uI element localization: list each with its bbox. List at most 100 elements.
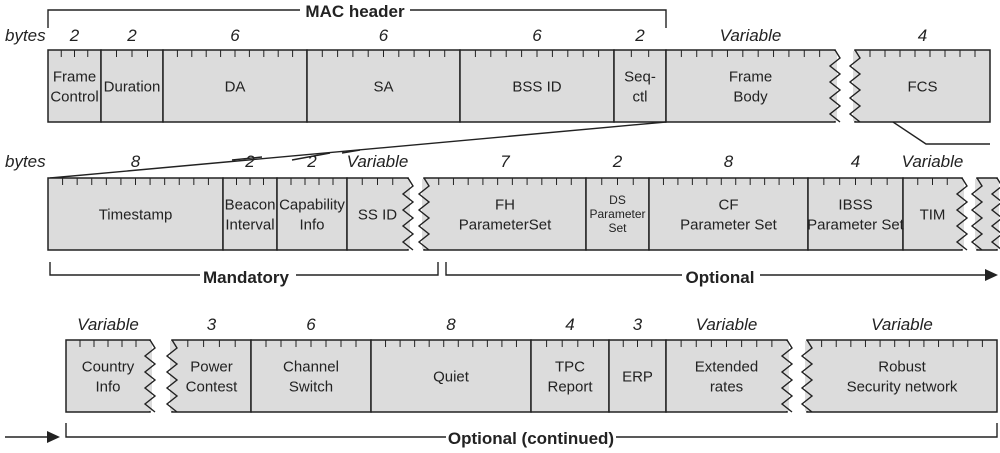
timestamp-size: 8 [131, 152, 141, 171]
tpc-report-field [530, 339, 610, 413]
cf-parameter-set-label: CF [719, 196, 739, 213]
tpc-report-label: Report [547, 378, 593, 395]
fh-parameterset-field [423, 177, 587, 251]
fcs-size: 4 [918, 26, 927, 45]
country-info-label: Country [82, 358, 135, 375]
fcs-label: FCS [908, 78, 938, 95]
da-size: 6 [230, 26, 240, 45]
beacon-interval-label: Interval [225, 216, 274, 233]
country-info-break-right [143, 339, 157, 413]
ibss-parameter-set-label: IBSS [838, 196, 872, 213]
channel-switch-field [250, 339, 372, 413]
optional-continued-bracket: Optional (continued) [5, 423, 998, 448]
sa-label: SA [373, 78, 393, 95]
fh-parameterset-label: FH [495, 196, 515, 213]
ss-id-break-right [401, 177, 415, 251]
mandatory-bracket: Mandatory [49, 262, 439, 287]
fh-parameterset-break-left [417, 177, 431, 251]
robust-security-network-size: Variable [871, 315, 933, 334]
country-info-size: Variable [77, 315, 139, 334]
beacon-interval-field [222, 177, 278, 251]
sa-size: 6 [379, 26, 389, 45]
frame-body-size: Variable [720, 26, 782, 45]
robust-security-network-break-left [800, 339, 814, 413]
beacon-interval-label: Beacon [225, 196, 276, 213]
ds-parameter-set-field [585, 177, 650, 251]
capability-info-size: 2 [306, 152, 317, 171]
frame-control-size: 2 [69, 26, 80, 45]
duration-field [100, 49, 164, 123]
frame-body-label: Body [733, 88, 768, 105]
beacon-interval-size: 2 [244, 152, 255, 171]
optional-bracket: Optional [445, 262, 998, 287]
seq-ctl-field [613, 49, 667, 123]
continuation-break-left [970, 177, 984, 251]
seq-ctl-label: ctl [633, 88, 648, 105]
frame-body-field [665, 49, 836, 123]
duration-size: 2 [126, 26, 137, 45]
frame-control-label: Control [50, 88, 98, 105]
continuation-break-right [990, 177, 1000, 250]
power-contest-break-left [165, 339, 179, 413]
mac-header-bracket: MAC header [47, 2, 667, 28]
row2-bytes-label: bytes [5, 152, 46, 171]
channel-switch-label: Channel [283, 358, 339, 375]
ds-parameter-set-size: 2 [612, 152, 623, 171]
cf-parameter-set-label: Parameter Set [680, 216, 778, 233]
fcs-break-left [848, 49, 862, 123]
power-contest-label: Contest [186, 378, 239, 395]
ibss-parameter-set-label: Parameter Set [807, 216, 905, 233]
frame-control-label: Frame [53, 68, 96, 85]
extended-rates-label: Extended [695, 358, 758, 375]
extended-rates-size: Variable [696, 315, 758, 334]
power-contest-label: Power [190, 358, 233, 375]
country-info-label: Info [95, 378, 120, 395]
ds-parameter-set-label: Parameter [589, 207, 645, 221]
erp-size: 3 [633, 315, 643, 334]
quiet-field [370, 339, 532, 413]
extended-rates-field [665, 339, 788, 413]
zoom-line-right [892, 121, 990, 145]
timestamp-label: Timestamp [99, 206, 173, 223]
zoom-fan-lines [231, 149, 361, 161]
capability-info-label: Capability [279, 196, 345, 213]
country-info-field [65, 339, 151, 413]
frame-body-break-right [828, 49, 842, 123]
optional-label: Optional [686, 268, 755, 287]
robust-security-network-field [806, 339, 998, 413]
ibss-parameter-set-size: 4 [851, 152, 860, 171]
continuation-stub [976, 177, 998, 251]
da-field [162, 49, 308, 123]
tim-size: Variable [902, 152, 964, 171]
seq-ctl-size: 2 [634, 26, 645, 45]
quiet-size: 8 [446, 315, 456, 334]
bss-id-field [459, 49, 615, 123]
capability-info-label: Info [299, 216, 324, 233]
erp-field [608, 339, 667, 413]
da-label: DA [225, 78, 246, 95]
timestamp-field [47, 177, 224, 251]
ss-id-label: SS ID [358, 206, 397, 223]
frame-body-label: Frame [729, 68, 772, 85]
quiet-label: Quiet [433, 368, 470, 385]
tim-break-right [955, 177, 969, 251]
ss-id-field [346, 177, 409, 251]
mandatory-label: Mandatory [203, 268, 290, 287]
erp-label: ERP [622, 368, 653, 385]
cf-parameter-set-size: 8 [724, 152, 734, 171]
duration-label: Duration [104, 78, 161, 95]
tim-label: TIM [920, 206, 946, 223]
power-contest-field [171, 339, 252, 413]
row1-bytes-label: bytes [5, 26, 46, 45]
robust-security-network-label: Robust [878, 358, 926, 375]
optional-continued-label: Optional (continued) [448, 429, 614, 448]
ibss-parameter-set-field [807, 177, 904, 251]
bss-id-size: 6 [532, 26, 542, 45]
capability-info-field [276, 177, 348, 251]
power-contest-size: 3 [207, 315, 217, 334]
ds-parameter-set-label: DS [609, 193, 626, 207]
fh-parameterset-size: 7 [500, 152, 510, 171]
tpc-report-size: 4 [565, 315, 574, 334]
extended-rates-label: rates [710, 378, 743, 395]
